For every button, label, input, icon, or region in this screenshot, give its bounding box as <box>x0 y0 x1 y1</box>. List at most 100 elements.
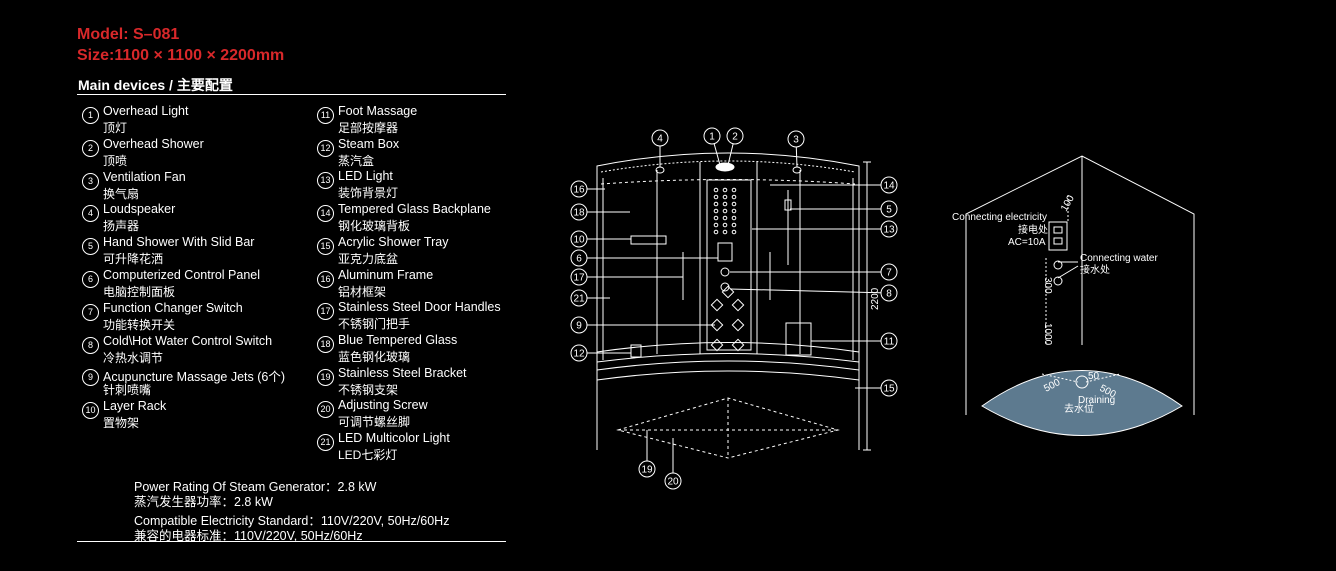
callout-circle <box>880 379 898 397</box>
device-number: 8 <box>82 336 99 354</box>
water-inlet-cold <box>1053 276 1063 286</box>
device-name-en: Computerized Control Panel <box>103 268 261 282</box>
device-number: 10 <box>82 402 99 420</box>
dim-300: 300 <box>1042 277 1053 294</box>
draining-zh: 去水位 <box>1064 402 1094 415</box>
draining-en: Draining <box>1078 395 1115 406</box>
massage-jet <box>710 338 724 352</box>
massage-jet <box>731 338 745 352</box>
callout-circle <box>726 127 744 145</box>
seat-line-2 <box>596 353 860 363</box>
device-number: 14 <box>317 205 334 223</box>
electricity-standard-zh: 兼容的电器标准：110V/220V, 50Hz/60Hz <box>134 529 363 543</box>
model-title: Model: S–081 <box>77 26 180 43</box>
size-title: Size:1100 × 1100 × 2200mm <box>77 47 285 64</box>
callout-circle <box>880 263 898 281</box>
led-light-dot <box>713 229 719 235</box>
outlet-slot-2 <box>1053 237 1063 245</box>
callout-number: 10 <box>573 235 585 246</box>
callout-circle <box>570 249 588 267</box>
computer-panel <box>717 242 733 262</box>
device-name-zh: 功能转换开关 <box>103 317 176 332</box>
led-light-dot <box>731 201 737 207</box>
callout-number: 15 <box>883 384 895 395</box>
device-name-zh: 换气扇 <box>103 186 140 201</box>
device-name-en: LED Multicolor Light <box>338 431 450 445</box>
hand-shower-holder <box>784 199 792 211</box>
device-number: 20 <box>317 401 334 419</box>
callout-number: 17 <box>573 273 585 284</box>
callout-number: 2 <box>732 132 738 143</box>
callout-number: 3 <box>793 135 799 146</box>
callout-circle <box>880 200 898 218</box>
callout-number: 21 <box>573 294 585 305</box>
device-name-zh: 扬声器 <box>103 219 140 234</box>
callout-circle <box>651 129 669 147</box>
heading-divider <box>77 94 506 95</box>
device-name-en: Hand Shower With Slid Bar <box>103 235 255 250</box>
callout-number: 11 <box>884 337 895 348</box>
callout-circle <box>570 180 588 198</box>
device-name-zh: 顶灯 <box>103 121 128 135</box>
callout-leader <box>729 288 890 294</box>
device-number: 21 <box>317 434 334 451</box>
led-light-dot <box>731 215 737 221</box>
callout-circle <box>638 460 656 478</box>
device-name-en: Acupuncture Massage Jets (6个) <box>103 370 286 385</box>
section-heading: Main devices / 主要配置 <box>78 77 233 93</box>
device-name-zh: 可升降花洒 <box>103 252 164 267</box>
device-number: 6 <box>82 271 99 288</box>
led-light-dot <box>731 194 737 200</box>
massage-jet <box>731 298 745 312</box>
water-pointer-2 <box>1057 265 1079 279</box>
led-light-dot <box>722 222 728 228</box>
device-name-zh: 可调节螺丝脚 <box>338 415 411 430</box>
led-light-dot <box>713 222 719 228</box>
callout-number: 7 <box>886 268 892 279</box>
device-name-en: Cold\Hot Water Control Switch <box>103 333 273 348</box>
led-light-dot <box>722 229 728 235</box>
device-number: 5 <box>82 238 99 256</box>
tray-sides <box>596 370 860 450</box>
device-name-en: Foot Massage <box>338 104 418 118</box>
overhead-light <box>715 162 735 172</box>
device-number: 1 <box>82 107 99 124</box>
callout-circle <box>880 332 898 350</box>
electricity-standard-en: Compatible Electricity Standard：110V/220… <box>134 514 450 528</box>
device-name-en: Stainless Steel Door Handles <box>338 300 501 315</box>
device-number: 19 <box>317 368 334 386</box>
led-light-dot <box>713 187 719 193</box>
connecting-electricity-en: Connecting electricity <box>952 212 1047 223</box>
device-name-zh: 不锈钢支架 <box>338 382 399 397</box>
callout-circle <box>570 344 588 362</box>
roof-line <box>600 160 856 173</box>
dim-1000: 1000 <box>1042 323 1053 346</box>
callout-number: 6 <box>576 254 582 265</box>
power-rating-en: Power Rating Of Steam Generator：2.8 kW <box>134 480 377 494</box>
callout-number: 18 <box>573 208 585 219</box>
device-number: 11 <box>317 107 334 124</box>
device-number: 17 <box>317 303 334 321</box>
massage-jet <box>710 318 724 332</box>
device-name-zh: 足部按摩器 <box>338 121 399 135</box>
callout-number: 20 <box>667 477 679 488</box>
device-name-zh: 置物架 <box>103 416 140 431</box>
callout-number: 9 <box>576 321 582 332</box>
callout-number: 13 <box>883 225 895 236</box>
device-number: 16 <box>317 270 334 288</box>
device-number: 2 <box>82 139 99 157</box>
callout-number: 4 <box>657 134 663 145</box>
device-number: 18 <box>317 335 334 353</box>
callout-number: 8 <box>886 289 892 300</box>
led-light-dot <box>722 194 728 200</box>
power-rating-zh: 蒸汽发生器功率：2.8 kW <box>134 495 273 509</box>
connecting-water-zh: 接水处 <box>1080 263 1110 276</box>
led-light-dot <box>722 215 728 221</box>
tray-top <box>596 370 860 381</box>
led-light-dot <box>713 215 719 221</box>
device-name-en: Overhead Light <box>103 104 189 118</box>
callout-number: 5 <box>886 205 892 216</box>
callout-circle <box>570 203 588 221</box>
